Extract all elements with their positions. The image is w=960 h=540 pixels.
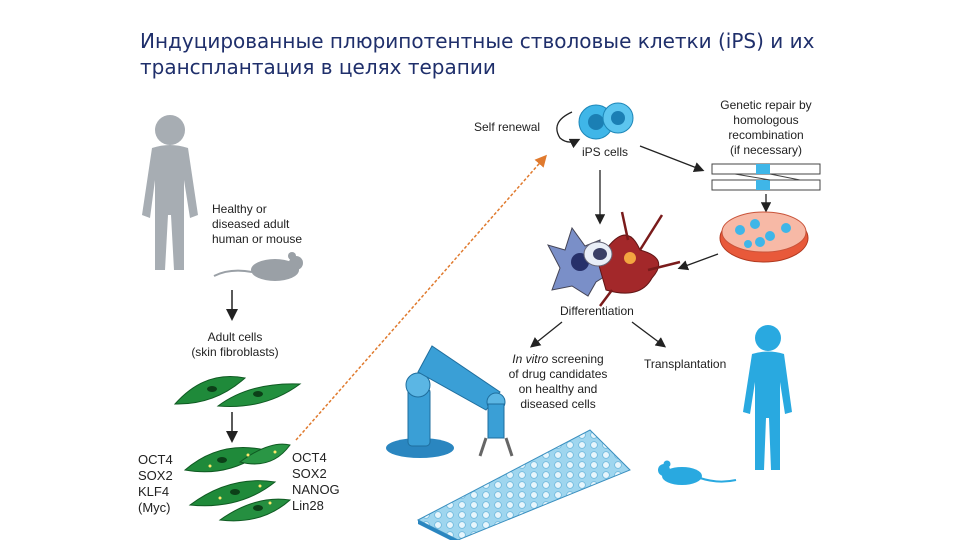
factor-sox2: SOX2 [138, 468, 173, 483]
screening-line-1: In vitro screening [500, 352, 616, 367]
fibroblast-cells-icon [173, 375, 302, 407]
screening-italic: In vitro [512, 352, 549, 366]
reprogramming-arrow [295, 154, 547, 441]
differentiated-cells-icon [547, 211, 681, 307]
well-plate-icon [416, 429, 631, 540]
screening-label: In vitro screening of drug candidates on… [500, 352, 616, 412]
screening-line-2: of drug candidates [508, 367, 608, 381]
factor-oct4: OCT4 [138, 452, 173, 467]
reprogrammed-cells-icon [183, 443, 292, 522]
factors-left-list: OCT4 SOX2 KLF4 (Myc) [138, 452, 173, 516]
arrow-to-screening [529, 321, 563, 348]
self-renewal-arrow [556, 111, 581, 149]
mouse-icon [213, 252, 303, 281]
factor-klf4: KLF4 [138, 484, 170, 499]
adult-cells-line-2: (skin fibroblasts) [191, 345, 279, 359]
ips-cells-label: iPS cells [582, 145, 629, 159]
arrow-to-genetic-repair [639, 145, 705, 173]
screening-line-1-rest: screening [548, 352, 604, 366]
screening-line-3: on healthy and [518, 382, 598, 396]
petri-dish-icon [719, 211, 809, 263]
dna-strand-icon [711, 163, 821, 191]
adult-cells-line-1: Adult cells [207, 330, 263, 344]
screening-line-4: diseased cells [520, 397, 596, 411]
robot-arm-icon [386, 345, 514, 458]
source-label: Healthy or diseased adult human or mouse [212, 202, 302, 247]
factor-nanog: NANOG [292, 482, 340, 497]
genetic-repair-line-2: homologous [733, 113, 799, 127]
source-line-1: Healthy or [212, 202, 267, 216]
title-line-2: трансплантация в целях терапии [140, 55, 496, 79]
transplant-mouse-icon [658, 460, 737, 485]
human-silhouette-icon [142, 115, 198, 270]
genetic-repair-label: Genetic repair by homologous recombinati… [706, 98, 826, 158]
source-line-2: diseased adult [212, 217, 290, 231]
genetic-repair-line-1: Genetic repair by [720, 98, 812, 112]
page-title: Индуцированные плюрипотентные стволовые … [140, 28, 860, 80]
arrow-dish-to-cells [677, 253, 719, 271]
factor-oct4-right: OCT4 [292, 450, 327, 465]
transplant-human-icon [743, 325, 792, 470]
adult-cells-label: Adult cells (skin fibroblasts) [170, 330, 300, 360]
differentiation-label: Differentiation [560, 304, 634, 318]
self-renewal-label: Self renewal [474, 120, 541, 134]
ips-cells-icon [578, 102, 634, 140]
source-line-3: human or mouse [212, 232, 303, 246]
genetic-repair-line-3: recombination [728, 128, 804, 142]
genetic-repair-line-4: (if necessary) [729, 143, 803, 157]
arrow-to-transplantation [631, 321, 667, 348]
factors-right-list: OCT4 SOX2 NANOG Lin28 [292, 450, 340, 514]
transplantation-label: Transplantation [644, 357, 727, 371]
factor-sox2-right: SOX2 [292, 466, 327, 481]
factor-lin28: Lin28 [292, 498, 324, 513]
factor-myc: (Myc) [138, 500, 171, 515]
title-line-1: Индуцированные плюрипотентные стволовые … [140, 29, 815, 53]
